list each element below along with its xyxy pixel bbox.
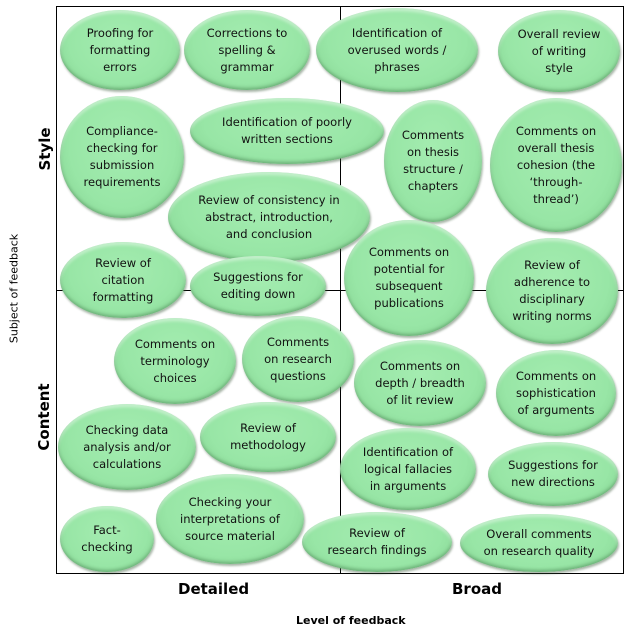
bubble-compliance-checking: Compliance- checking for submission requ… [60,96,184,218]
bubble-overall-writing-style: Overall review of writing style [498,10,620,92]
y-category-style: Style [36,127,54,171]
bubble-consistency-review: Review of consistency in abstract, intro… [168,172,370,262]
bubble-subsequent-publications: Comments on potential for subsequent pub… [344,220,474,336]
bubble-disciplinary-norms: Review of adherence to disciplinary writ… [486,238,618,344]
bubble-thesis-structure: Comments on thesis structure / chapters [384,100,482,222]
bubble-data-analysis: Checking data analysis and/or calculatio… [58,404,196,490]
bubble-proofing-formatting: Proofing for formatting errors [60,10,180,90]
bubble-logical-fallacies: Identification of logical fallacies in a… [340,428,476,510]
x-category-broad: Broad [452,580,502,598]
bubble-lit-review-depth: Comments on depth / breadth of lit revie… [354,340,486,426]
bubble-spelling-grammar: Corrections to spelling & grammar [184,10,310,90]
horizontal-divider [56,290,624,291]
bubble-terminology-choices: Comments on terminology choices [114,318,236,404]
y-category-content: Content [35,383,53,451]
x-axis-title: Level of feedback [296,614,406,627]
y-axis-title: Subject of feedback [7,233,21,344]
bubble-research-findings: Review of research findings [302,512,452,572]
bubble-overused-words: Identification of overused words / phras… [316,8,478,92]
bubble-new-directions: Suggestions for new directions [488,442,618,506]
bubble-thesis-cohesion: Comments on overall thesis cohesion (the… [490,98,622,232]
bubble-argument-sophistication: Comments on sophistication of arguments [496,350,616,436]
bubble-research-questions: Comments on research questions [242,316,354,402]
bubble-editing-down: Suggestions for editing down [190,256,326,316]
bubble-citation-formatting: Review of citation formatting [60,242,186,318]
bubble-methodology: Review of methodology [200,402,336,472]
bubble-source-interpretation: Checking your interpretations of source … [156,474,304,564]
bubble-poorly-written-sections: Identification of poorly written section… [190,98,384,164]
bubble-research-quality: Overall comments on research quality [460,514,618,572]
x-category-detailed: Detailed [178,580,250,598]
bubble-fact-checking: Fact- checking [60,506,154,572]
